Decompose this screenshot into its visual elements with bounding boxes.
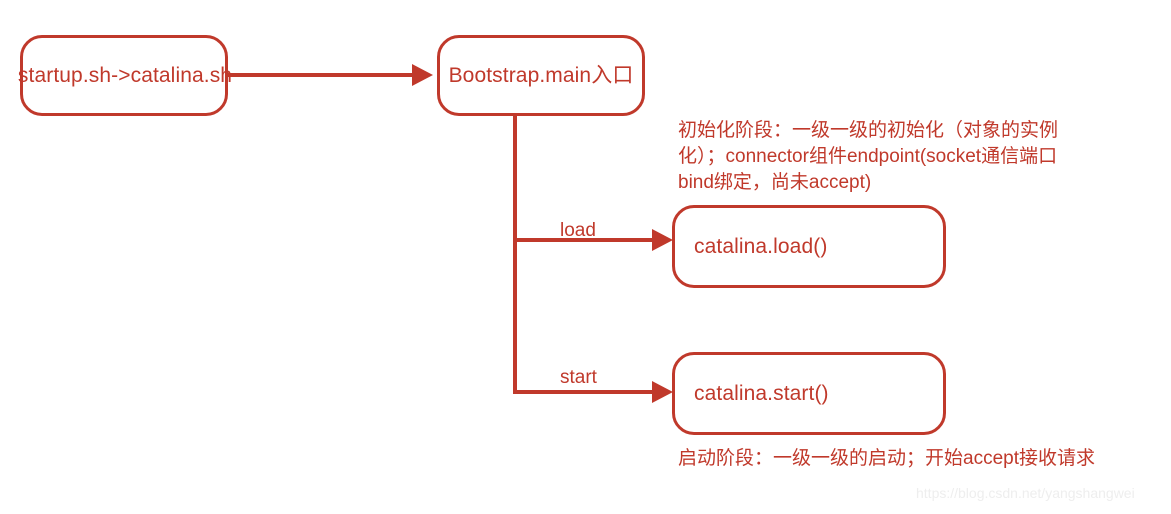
node-catalina-start[interactable]: catalina.start() <box>672 352 946 435</box>
node-startup-sh[interactable]: startup.sh->catalina.sh <box>18 35 232 116</box>
node-bootstrap-main-label: Bootstrap.main入口 <box>448 64 634 87</box>
annotation-init-phase: 初始化阶段：一级一级的初始化（对象的实例化）；connector组件endpoi… <box>678 120 1059 193</box>
edge-bootstrap-to-load-line <box>515 238 660 242</box>
annotation-start-phase: 启动阶段：一级一级的启动；开始accept接收请求 <box>678 448 1095 469</box>
node-startup-sh-label: startup.sh->catalina.sh <box>17 64 233 87</box>
node-catalina-load[interactable]: catalina.load() <box>672 205 946 288</box>
edge-bootstrap-to-start-line <box>515 390 660 394</box>
watermark: https://blog.csdn.net/yangshangwei <box>916 485 1135 501</box>
edge-startup-to-bootstrap-line <box>228 73 420 77</box>
edge-label-load: load <box>560 220 596 241</box>
edge-bootstrap-to-load-arrowhead <box>652 229 673 251</box>
edge-startup-to-bootstrap-arrowhead <box>412 64 433 86</box>
node-catalina-load-label: catalina.load() <box>694 235 828 258</box>
node-catalina-start-label: catalina.start() <box>694 382 829 405</box>
edge-bootstrap-trunk-line <box>513 114 517 394</box>
edge-bootstrap-to-start-arrowhead <box>652 381 673 403</box>
node-bootstrap-main[interactable]: Bootstrap.main入口 <box>437 35 645 116</box>
edge-label-start: start <box>560 367 597 388</box>
